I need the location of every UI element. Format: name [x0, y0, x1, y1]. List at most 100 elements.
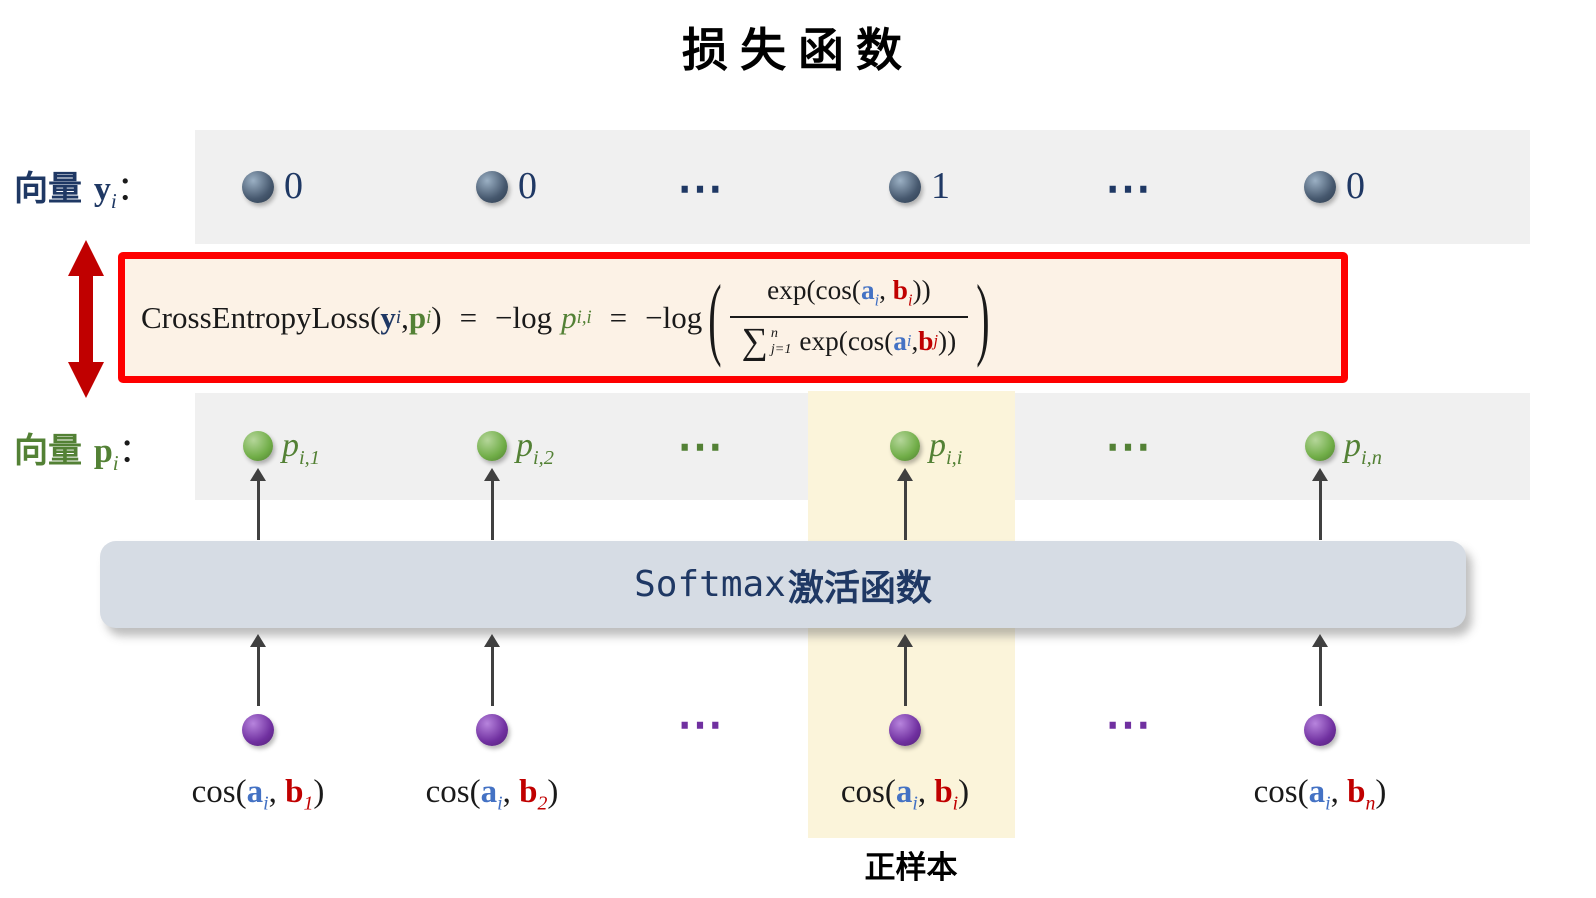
formula-pii-sub: i,i — [576, 306, 592, 328]
denominator-a-sub: i — [906, 331, 912, 351]
cos-prefix: cos( — [425, 774, 481, 810]
formula-big-open-paren: ( — [708, 264, 722, 369]
p-dot — [890, 431, 920, 461]
y-value: 0 — [284, 165, 303, 207]
p-value-label: pi,n — [1344, 424, 1382, 480]
numerator-b-sub: i — [907, 290, 913, 310]
p-dot — [1305, 431, 1335, 461]
denominator-exp: exp(cos( — [799, 325, 894, 356]
p-var: p — [1344, 427, 1361, 464]
p-dot — [477, 431, 507, 461]
p-label-prefix: 向量 — [14, 431, 94, 471]
cos-close: ) — [313, 774, 325, 810]
formula-p-sub: i — [426, 306, 432, 328]
p-sub: i,1 — [299, 446, 320, 469]
formula-minus-log: −log — [495, 299, 553, 335]
p-var: p — [929, 427, 946, 464]
formula-y-var: y — [380, 299, 396, 335]
up-arrow — [484, 634, 500, 706]
p-sub: i,2 — [533, 446, 554, 469]
y-label-sub: i — [110, 188, 117, 213]
loss-double-arrow-icon — [68, 240, 104, 398]
p-value-label: pi,i — [929, 424, 962, 480]
p-value-label: pi,1 — [282, 424, 320, 480]
cos-b-var: b — [934, 774, 953, 810]
cos-dot — [1304, 714, 1336, 746]
cos-b-sub: i — [952, 792, 959, 815]
cos-b-var: b — [519, 774, 538, 810]
cos-b-sub: 2 — [537, 792, 548, 815]
cos-ellipsis: ⋯ — [677, 699, 723, 750]
p-label-var: p — [93, 433, 113, 470]
p-dot — [243, 431, 273, 461]
softmax-label-zh: 激活函数 — [787, 567, 932, 609]
formula-fn: CrossEntropyLoss( — [141, 299, 381, 335]
y-dot — [1304, 171, 1336, 203]
formula-sep: , — [401, 299, 409, 335]
p-vector-label: 向量 pi： — [14, 423, 153, 476]
cos-b-sub: n — [1365, 792, 1376, 815]
positive-sample-label: 正样本 — [864, 850, 958, 886]
cos-dot — [242, 714, 274, 746]
cos-a-var: a — [480, 774, 498, 810]
formula-close-paren: ) — [431, 299, 442, 335]
formula-big-close-paren: ) — [976, 264, 990, 369]
cos-label: cos(ai, b1) — [192, 774, 325, 816]
cos-b-var: b — [1347, 774, 1366, 810]
denominator-sep: , — [911, 325, 919, 356]
numerator-b-var: b — [892, 275, 908, 306]
p-ellipsis: ⋯ — [1105, 421, 1151, 472]
cos-label: cos(ai, bn) — [1254, 774, 1387, 816]
denominator-a-var: a — [893, 325, 907, 356]
cos-dot — [889, 714, 921, 746]
cos-a-sub: i — [497, 792, 503, 815]
cos-a-sub: i — [1325, 792, 1331, 815]
diagram-title: 损失函数 — [682, 23, 914, 77]
numerator-exp: exp(cos( — [767, 275, 861, 306]
p-var: p — [282, 427, 299, 464]
sum-lower-limit: j=1 — [770, 341, 792, 358]
y-dot — [242, 171, 274, 203]
y-label-prefix: 向量 — [14, 169, 94, 209]
cos-ellipsis: ⋯ — [1105, 699, 1151, 750]
denominator-b-var: b — [918, 325, 934, 356]
numerator-close: )) — [912, 275, 931, 306]
cos-prefix: cos( — [1253, 774, 1309, 810]
cos-a-sub: i — [912, 792, 918, 815]
numerator-sep: , — [879, 275, 893, 306]
cos-b-sub: 1 — [303, 792, 314, 815]
cos-sep: , — [1330, 774, 1348, 810]
cos-prefix: cos( — [840, 774, 896, 810]
sum-upper-limit: n — [770, 324, 778, 341]
y-value: 0 — [1346, 165, 1365, 207]
cos-sep: , — [502, 774, 520, 810]
formula-minus-log: −log — [645, 299, 703, 335]
cos-a-sub: i — [263, 792, 269, 815]
up-arrow — [250, 468, 266, 540]
formula-p-var: p — [408, 299, 427, 335]
sum-icon: ∑ — [741, 319, 768, 361]
cos-label: cos(ai, b2) — [426, 774, 559, 816]
formula-pii-var: p — [561, 299, 577, 335]
formula-y-sub: i — [395, 306, 402, 328]
cos-close: ) — [547, 774, 559, 810]
p-ellipsis: ⋯ — [677, 421, 723, 472]
p-sub: i,n — [1361, 446, 1382, 469]
cos-label: cos(ai, bi) — [841, 774, 969, 816]
y-vector-label: 向量 yi： — [14, 161, 151, 214]
numerator-a-var: a — [860, 275, 875, 306]
up-arrow — [897, 634, 913, 706]
numerator-a-sub: i — [874, 290, 880, 310]
y-value: 1 — [931, 165, 950, 207]
formula-numerator: exp(cos(ai, bi)) — [755, 275, 943, 315]
p-value-label: pi,2 — [516, 424, 554, 480]
y-label-var: y — [93, 171, 111, 208]
formula-equals: = — [609, 299, 628, 335]
p-label-colon: ： — [118, 431, 153, 471]
p-var: p — [516, 427, 533, 464]
up-arrow — [1312, 468, 1328, 540]
y-dot — [476, 171, 508, 203]
